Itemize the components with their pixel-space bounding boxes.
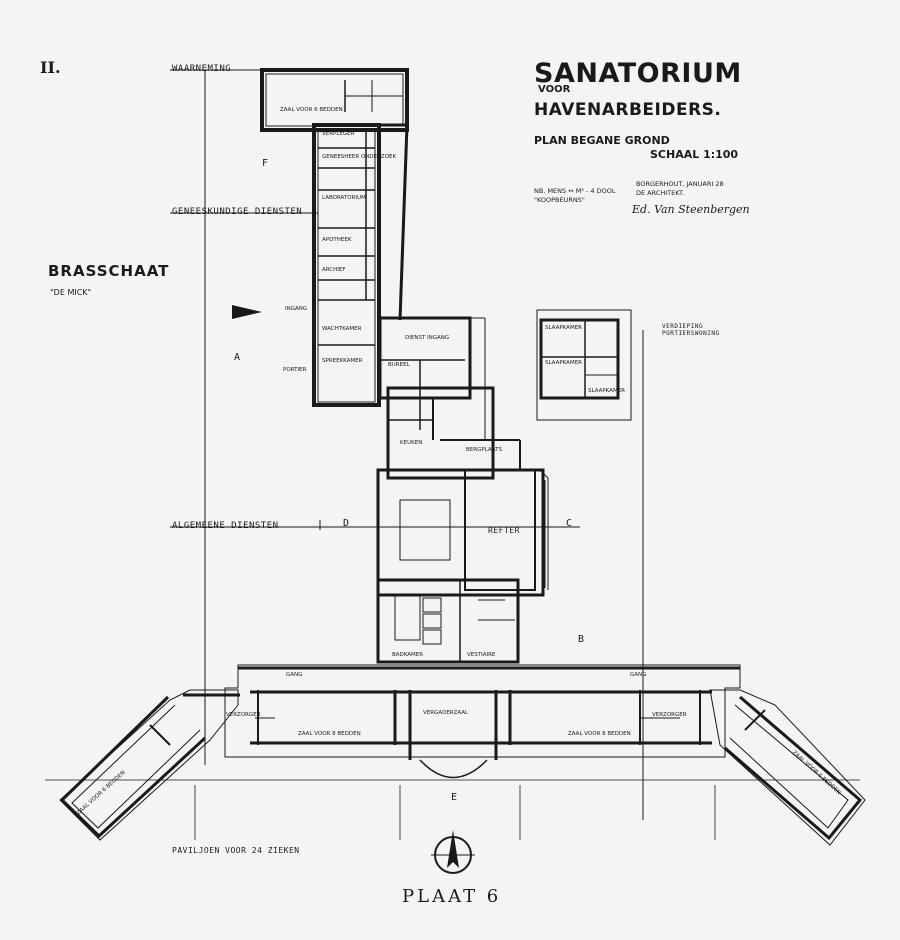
marker-a: A (234, 352, 241, 363)
room-zaal-right: ZAAL VOOR 8 BEDDEN (568, 731, 631, 737)
sheet-number: II. (40, 58, 61, 77)
room-gang-left: GANG (286, 672, 303, 678)
plate-number: PLAAT 6 (402, 886, 502, 907)
marker-e: E (451, 792, 458, 803)
zone-waarneming: WAARNEMING (172, 64, 232, 74)
room-keuken: KEUKEN (400, 440, 423, 446)
note-left-2: "KOOPBEURNS" (534, 196, 585, 204)
location-subtitle: "DE MICK" (50, 288, 92, 297)
architect-signature: Ed. Van Steenbergen (632, 203, 750, 216)
zone-portier: VERDIEPING PORTIERSWONING (662, 323, 720, 337)
room-laboratorium: LABORATORIUM (322, 195, 366, 201)
marker-b: B (578, 634, 585, 645)
room-apotheek: APOTHEEK (322, 237, 352, 243)
room-zaal-left: ZAAL VOOR 8 BEDDEN (298, 731, 361, 737)
marker-d: D (343, 518, 350, 529)
marker-c: C (566, 518, 573, 529)
room-wachtkamer: WACHTKAMER (322, 326, 362, 332)
note-right-1: BORGERHOUT, JANUARI 28 (636, 180, 724, 188)
title-voor: VOOR (538, 84, 571, 95)
note-left-1: NB. MENS ↔ M² - 4 DOOL (534, 187, 616, 195)
zone-algemeene: ALGEMEENE DIENSTEN (172, 521, 279, 531)
room-verzorger-right: VERZORGER (652, 712, 687, 718)
room-bergplaats: BERGPLAATS (466, 447, 502, 453)
room-portier: PORTIER (283, 367, 307, 373)
marker-f: F (262, 158, 269, 169)
room-vestiaire: VESTIAIRE (467, 652, 496, 658)
zone-paviljoen: PAVILJOEN VOOR 24 ZIEKEN (172, 846, 300, 855)
room-zaal-top: ZAAL VOOR 6 BEDDEN (280, 107, 343, 113)
room-ingang: INGANG (285, 306, 308, 312)
room-verpleger: VERPLEGER (322, 131, 355, 137)
room-spreekkamer: SPREEKKAMER (322, 358, 363, 364)
title-havenarbeiders: HAVENARBEIDERS. (534, 100, 722, 120)
room-gang-right: GANG (630, 672, 647, 678)
room-vergaderzaal: VERGADERZAAL (423, 710, 469, 716)
room-slaapkamer-2: SLAAPKAMER (545, 360, 582, 366)
room-slaapkamer-3: SLAAPKAMER (588, 388, 625, 394)
room-dienst-ingang: DIENST INGANG (405, 335, 450, 341)
room-verzorger-left: VERZORGER (226, 712, 261, 718)
room-refter: REFTER (488, 526, 520, 535)
room-genees-onderzoek: GENEESHEER ONDERZOEK (322, 154, 397, 160)
scale-label: SCHAAL 1:100 (650, 148, 739, 161)
room-bureel: BUREEL (388, 362, 410, 368)
room-slaapkamer-1: SLAAPKAMER (545, 325, 582, 331)
note-right-2: DE ARCHITEKT. (636, 189, 685, 197)
room-badkamer: BADKAMER (392, 652, 424, 658)
room-archief: ARCHIEF (322, 267, 346, 273)
zone-geneeskundige: GENEESKUNDIGE DIENSTEN (172, 207, 303, 217)
title-sanatorium: SANATORIUM (534, 58, 742, 89)
location-title: BRASSCHAAT (48, 262, 170, 280)
plan-subtitle: PLAN BEGANE GROND (534, 134, 670, 147)
